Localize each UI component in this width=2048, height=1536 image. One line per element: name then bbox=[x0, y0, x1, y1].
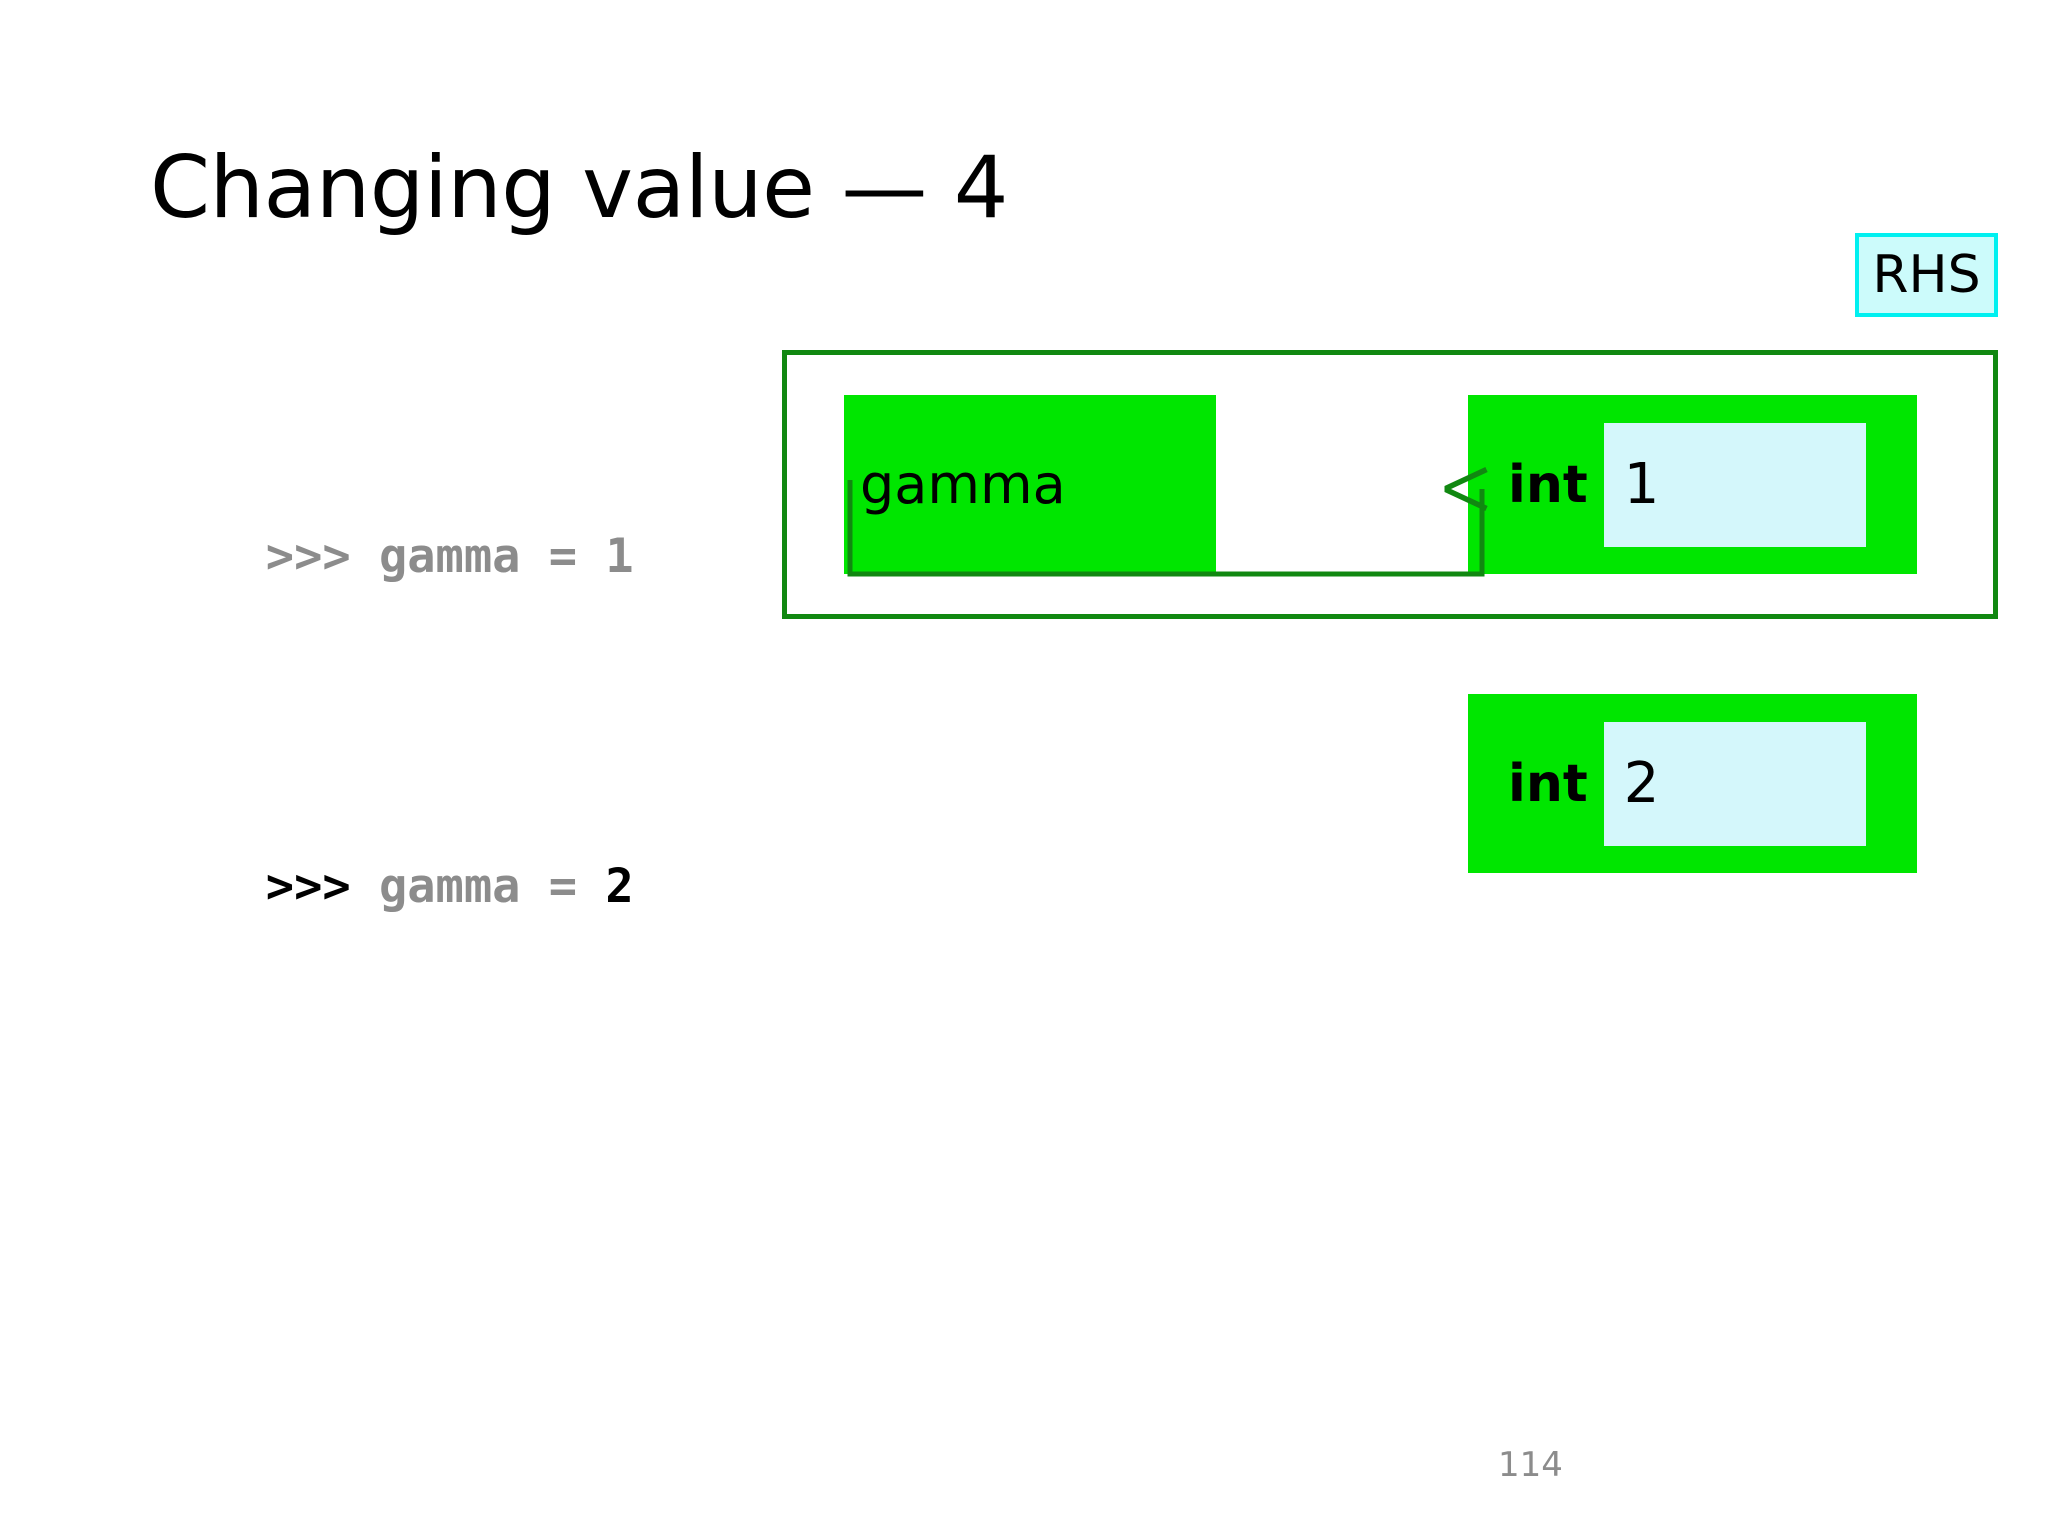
variable-name-label: gamma bbox=[860, 452, 1066, 516]
object-value-label: 2 bbox=[1623, 750, 1660, 816]
code-operator: = bbox=[520, 859, 606, 914]
code-block: >>> gamma = 1 >>> gamma = 2 bbox=[96, 392, 634, 1051]
code-value: 1 bbox=[605, 529, 634, 584]
page-title: Changing value — 4 bbox=[150, 138, 1008, 238]
object-box-int-2: int 2 bbox=[1468, 694, 1917, 873]
page-number: 114 bbox=[1498, 1445, 1563, 1485]
object-type-label: int bbox=[1508, 753, 1588, 814]
code-line-1: >>> gamma = 1 bbox=[96, 486, 634, 627]
code-prompt: >>> bbox=[265, 529, 379, 584]
code-line-2: >>> gamma = 2 bbox=[96, 816, 634, 957]
rhs-badge: RHS bbox=[1855, 233, 1998, 317]
object-type-label: int bbox=[1508, 454, 1588, 515]
object-value-label: 1 bbox=[1623, 451, 1660, 517]
rhs-badge-label: RHS bbox=[1872, 245, 1981, 305]
code-value: 2 bbox=[605, 859, 634, 914]
object-value-well: 2 bbox=[1603, 721, 1866, 846]
object-box-int-1: int 1 bbox=[1468, 395, 1917, 574]
code-prompt: >>> bbox=[265, 859, 379, 914]
code-varname: gamma bbox=[378, 859, 521, 914]
variable-box-gamma: gamma bbox=[844, 395, 1216, 574]
object-value-well: 1 bbox=[1603, 422, 1866, 547]
code-operator: = bbox=[520, 529, 606, 584]
code-varname: gamma bbox=[378, 529, 521, 584]
